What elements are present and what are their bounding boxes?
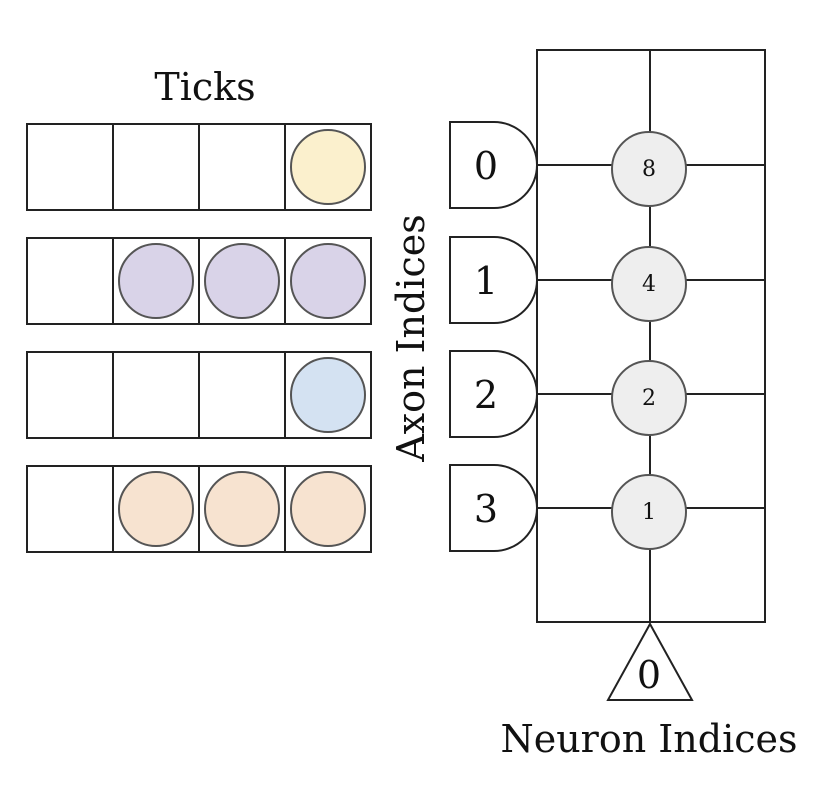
synapse-node-3: 1: [611, 474, 687, 550]
axon-axis-label: Axon Indices: [389, 214, 433, 463]
axon-2: 2: [449, 350, 538, 438]
neuron-triangle: [606, 621, 694, 701]
spike-marker: [118, 471, 194, 547]
axon-shape: [449, 350, 538, 438]
axon-label: 1: [474, 259, 498, 303]
synapse-weight: 4: [642, 272, 656, 297]
tick-cell: [26, 465, 114, 553]
axon-0: 0: [449, 121, 538, 209]
synapse-circle: [611, 246, 687, 322]
axon-3: 3: [449, 464, 538, 552]
spike-train-row-0: [26, 123, 372, 211]
tick-cell: [26, 123, 114, 211]
spike-marker: [204, 471, 280, 547]
synapse-weight: 1: [642, 500, 656, 525]
tick-cell: [198, 123, 286, 211]
tick-cell: [198, 351, 286, 439]
spike-marker: [118, 243, 194, 319]
synapse-nodes: 8 4 2 1: [611, 131, 687, 550]
synapse-weight: 8: [642, 157, 656, 182]
synapse-node-0: 8: [611, 131, 687, 207]
axon-inputs: 0 1 2 3: [449, 121, 538, 552]
spike-train-row-2: [26, 351, 372, 439]
spike-train-row-1: [26, 237, 372, 325]
axon-shape: [449, 464, 538, 552]
tick-cell: [112, 123, 200, 211]
synapse-weight: 2: [642, 386, 656, 411]
axon-shape: [449, 236, 538, 324]
synapse-node-2: 2: [611, 360, 687, 436]
axon-1: 1: [449, 236, 538, 324]
neuron-axis-label: Neuron Indices: [500, 717, 797, 761]
axon-label: 3: [474, 487, 498, 531]
synapse-circle: [611, 474, 687, 550]
synapse-circle: [611, 360, 687, 436]
axon-label: 2: [474, 373, 498, 417]
spike-train-row-3: [26, 465, 372, 553]
neuron-0: 0: [606, 621, 694, 701]
tick-cell: [26, 237, 114, 325]
spike-trains: [26, 123, 372, 553]
spike-marker: [290, 471, 366, 547]
synapse-node-1: 4: [611, 246, 687, 322]
neuron-label: 0: [637, 653, 661, 697]
spike-marker: [290, 243, 366, 319]
axon-label: 0: [474, 144, 498, 188]
synapse-circle: [611, 131, 687, 207]
spike-marker: [290, 357, 366, 433]
spike-marker: [204, 243, 280, 319]
tick-cell: [26, 351, 114, 439]
axon-shape: [449, 121, 538, 209]
tick-cell: [112, 351, 200, 439]
ticks-title: Ticks: [154, 65, 255, 109]
spike-marker: [290, 129, 366, 205]
